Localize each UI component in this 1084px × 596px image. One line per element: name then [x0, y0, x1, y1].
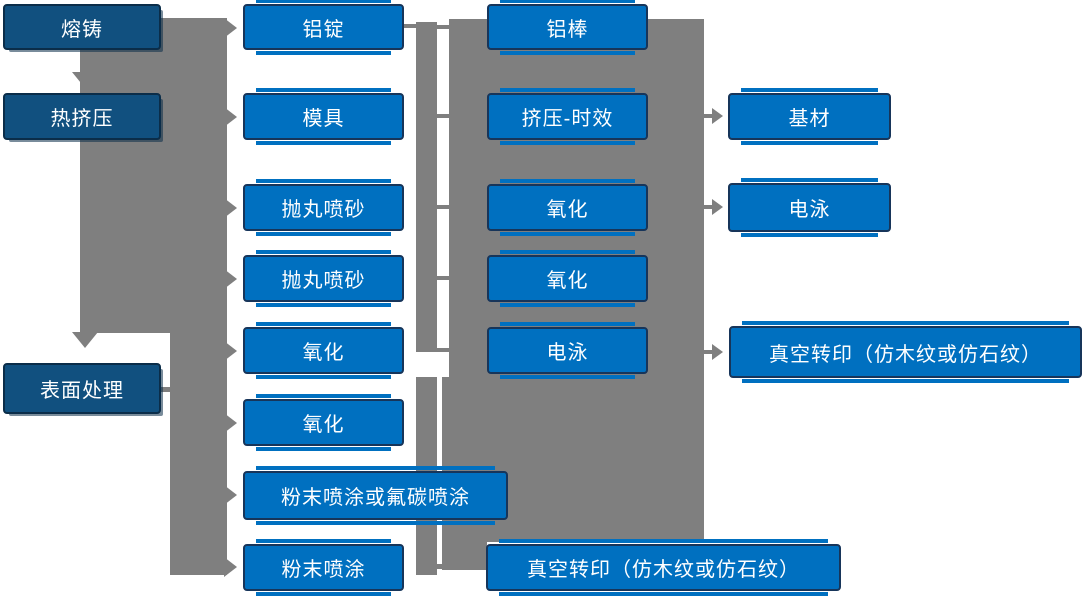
connector-main-band-lower	[170, 333, 227, 575]
connector-stub-surface-treatment	[161, 387, 171, 392]
arrow-to-vacuum-transfer-2	[712, 344, 723, 360]
node-powder-coating: 粉末喷涂	[243, 539, 404, 596]
connector-stub-extrusion-aging	[436, 114, 450, 118]
arrow-to-powder-fluorocarbon	[224, 485, 237, 505]
connector-main-band	[80, 18, 227, 333]
node-aluminum-rod: 铝棒	[487, 0, 648, 55]
arrow-to-aluminum-ingot	[224, 18, 237, 38]
node-vacuum-transfer-1: 真空转印（仿木纹或仿石纹）	[486, 539, 841, 596]
node-aluminum-ingot: 铝锭	[243, 0, 404, 55]
connector-stub-aluminum-rod	[436, 25, 450, 29]
arrow-to-base-material	[712, 108, 723, 124]
node-hot-extrusion: 热挤压	[3, 93, 161, 140]
connector-stub-bottom	[433, 564, 445, 569]
connector-bottom-elbow	[466, 542, 487, 570]
node-electrophoresis-2: 电泳	[728, 178, 891, 237]
node-anodizing-3: 氧化	[487, 179, 648, 236]
connector-bar-upper	[416, 22, 437, 352]
node-anodizing-2: 氧化	[243, 394, 404, 451]
connector-stub-aluminum-ingot	[404, 24, 417, 28]
arrow-to-anodizing-2	[224, 413, 237, 433]
node-anodizing-1: 氧化	[243, 322, 404, 379]
arrow-to-powder-coating	[224, 557, 237, 577]
arrow-to-shot-blasting-1	[224, 198, 237, 218]
arrow-to-mold	[224, 107, 237, 127]
node-vacuum-transfer-2: 真空转印（仿木纹或仿石纹）	[729, 321, 1082, 383]
node-base-material: 基材	[728, 88, 891, 145]
node-anodizing-4: 氧化	[487, 250, 648, 307]
node-extrusion-aging: 挤压-时效	[487, 88, 648, 145]
connector-stub-anodizing-4	[436, 276, 450, 280]
arrow-down-to-hot-extrusion	[72, 72, 98, 88]
connector-stub-anodizing-3	[436, 205, 450, 209]
connector-stem-base-material	[703, 114, 713, 118]
arrow-down-to-surface-treatment	[72, 332, 98, 348]
node-mold: 模具	[243, 88, 404, 145]
node-powder-or-fluorocarbon-coating: 粉末喷涂或氟碳喷涂	[243, 466, 508, 525]
arrow-to-anodizing-1	[224, 341, 237, 361]
node-shot-blasting-1: 抛丸喷砂	[243, 179, 404, 236]
arrow-to-shot-blasting-2	[224, 269, 237, 289]
node-surface-treatment: 表面处理	[3, 363, 161, 414]
connector-stem-electrophoresis-2	[703, 205, 713, 209]
arrow-to-electrophoresis-2	[712, 199, 723, 215]
connector-stem-vacuum-transfer-2	[703, 350, 713, 354]
node-melting-casting: 熔铸	[3, 4, 161, 50]
node-electrophoresis-1: 电泳	[487, 322, 648, 379]
connector-stub-electrophoresis-1	[436, 348, 450, 352]
node-shot-blasting-2: 抛丸喷砂	[243, 250, 404, 307]
